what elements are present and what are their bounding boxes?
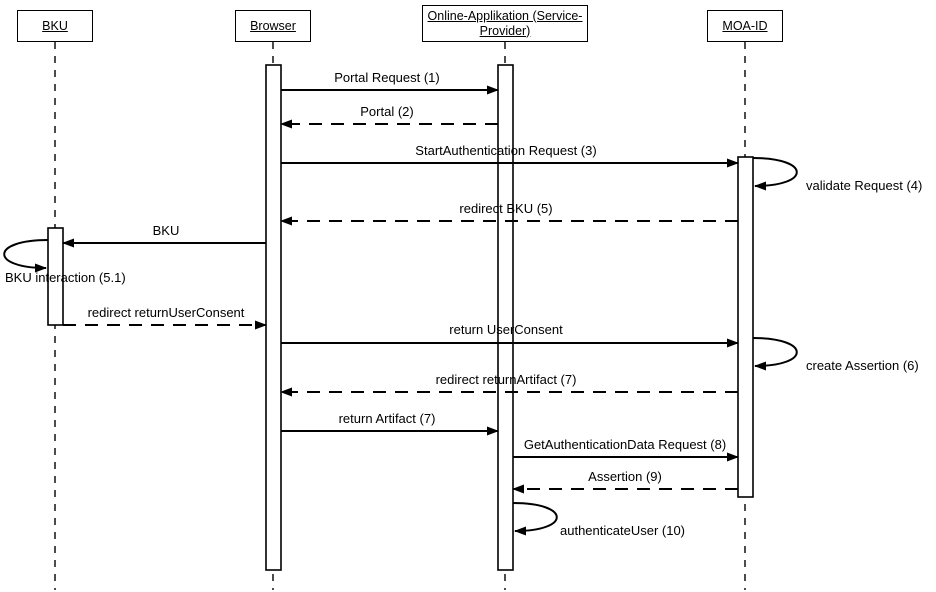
message-label-6b: return UserConsent [449, 322, 563, 337]
participant-box-bku[interactable]: BKU [17, 10, 93, 42]
message-label-10: authenticateUser (10) [560, 523, 686, 538]
participant-box-browser[interactable]: Browser [235, 10, 311, 42]
participant-label-oa: Online-Applikation (Service-Provider) [427, 8, 583, 38]
self-message-10[interactable] [512, 502, 558, 536]
self-message-4[interactable] [752, 157, 798, 191]
message-label-6: create Assertion (6) [806, 358, 919, 373]
message-label-4: validate Request (4) [806, 178, 923, 193]
participant-box-moaid[interactable]: MOA-ID [707, 10, 783, 42]
participant-label-browser: Browser [250, 18, 296, 33]
message-label-9: Assertion (9) [588, 469, 662, 484]
message-arrows-group [3, 85, 798, 536]
self-message-5.1[interactable] [3, 239, 49, 273]
message-label-2: Portal (2) [360, 104, 414, 119]
message-label-8: GetAuthenticationData Request (8) [523, 437, 727, 452]
activation-bar-browser[interactable] [265, 64, 282, 571]
message-label-7b: return Artifact (7) [338, 411, 436, 426]
activation-bars-group [47, 64, 754, 571]
message-label-5a: BKU [152, 223, 180, 238]
message-label-5.1: BKU interaction (5.1) [5, 270, 126, 285]
self-message-6[interactable] [752, 337, 798, 371]
activation-bar-moaid[interactable] [737, 156, 754, 498]
participant-label-moaid: MOA-ID [722, 18, 768, 33]
activation-bar-oa[interactable] [497, 64, 514, 571]
message-label-5: redirect BKU (5) [459, 201, 553, 216]
message-label-6a: redirect returnUserConsent [87, 305, 245, 320]
message-label-3: StartAuthentication Request (3) [415, 143, 597, 158]
participant-label-bku: BKU [42, 18, 68, 33]
activation-bar-bku[interactable] [47, 227, 64, 326]
message-label-7: redirect returnArtifact (7) [435, 372, 577, 387]
message-label-1: Portal Request (1) [334, 70, 440, 85]
participant-box-oa[interactable]: Online-Applikation (Service-Provider) [422, 5, 588, 42]
